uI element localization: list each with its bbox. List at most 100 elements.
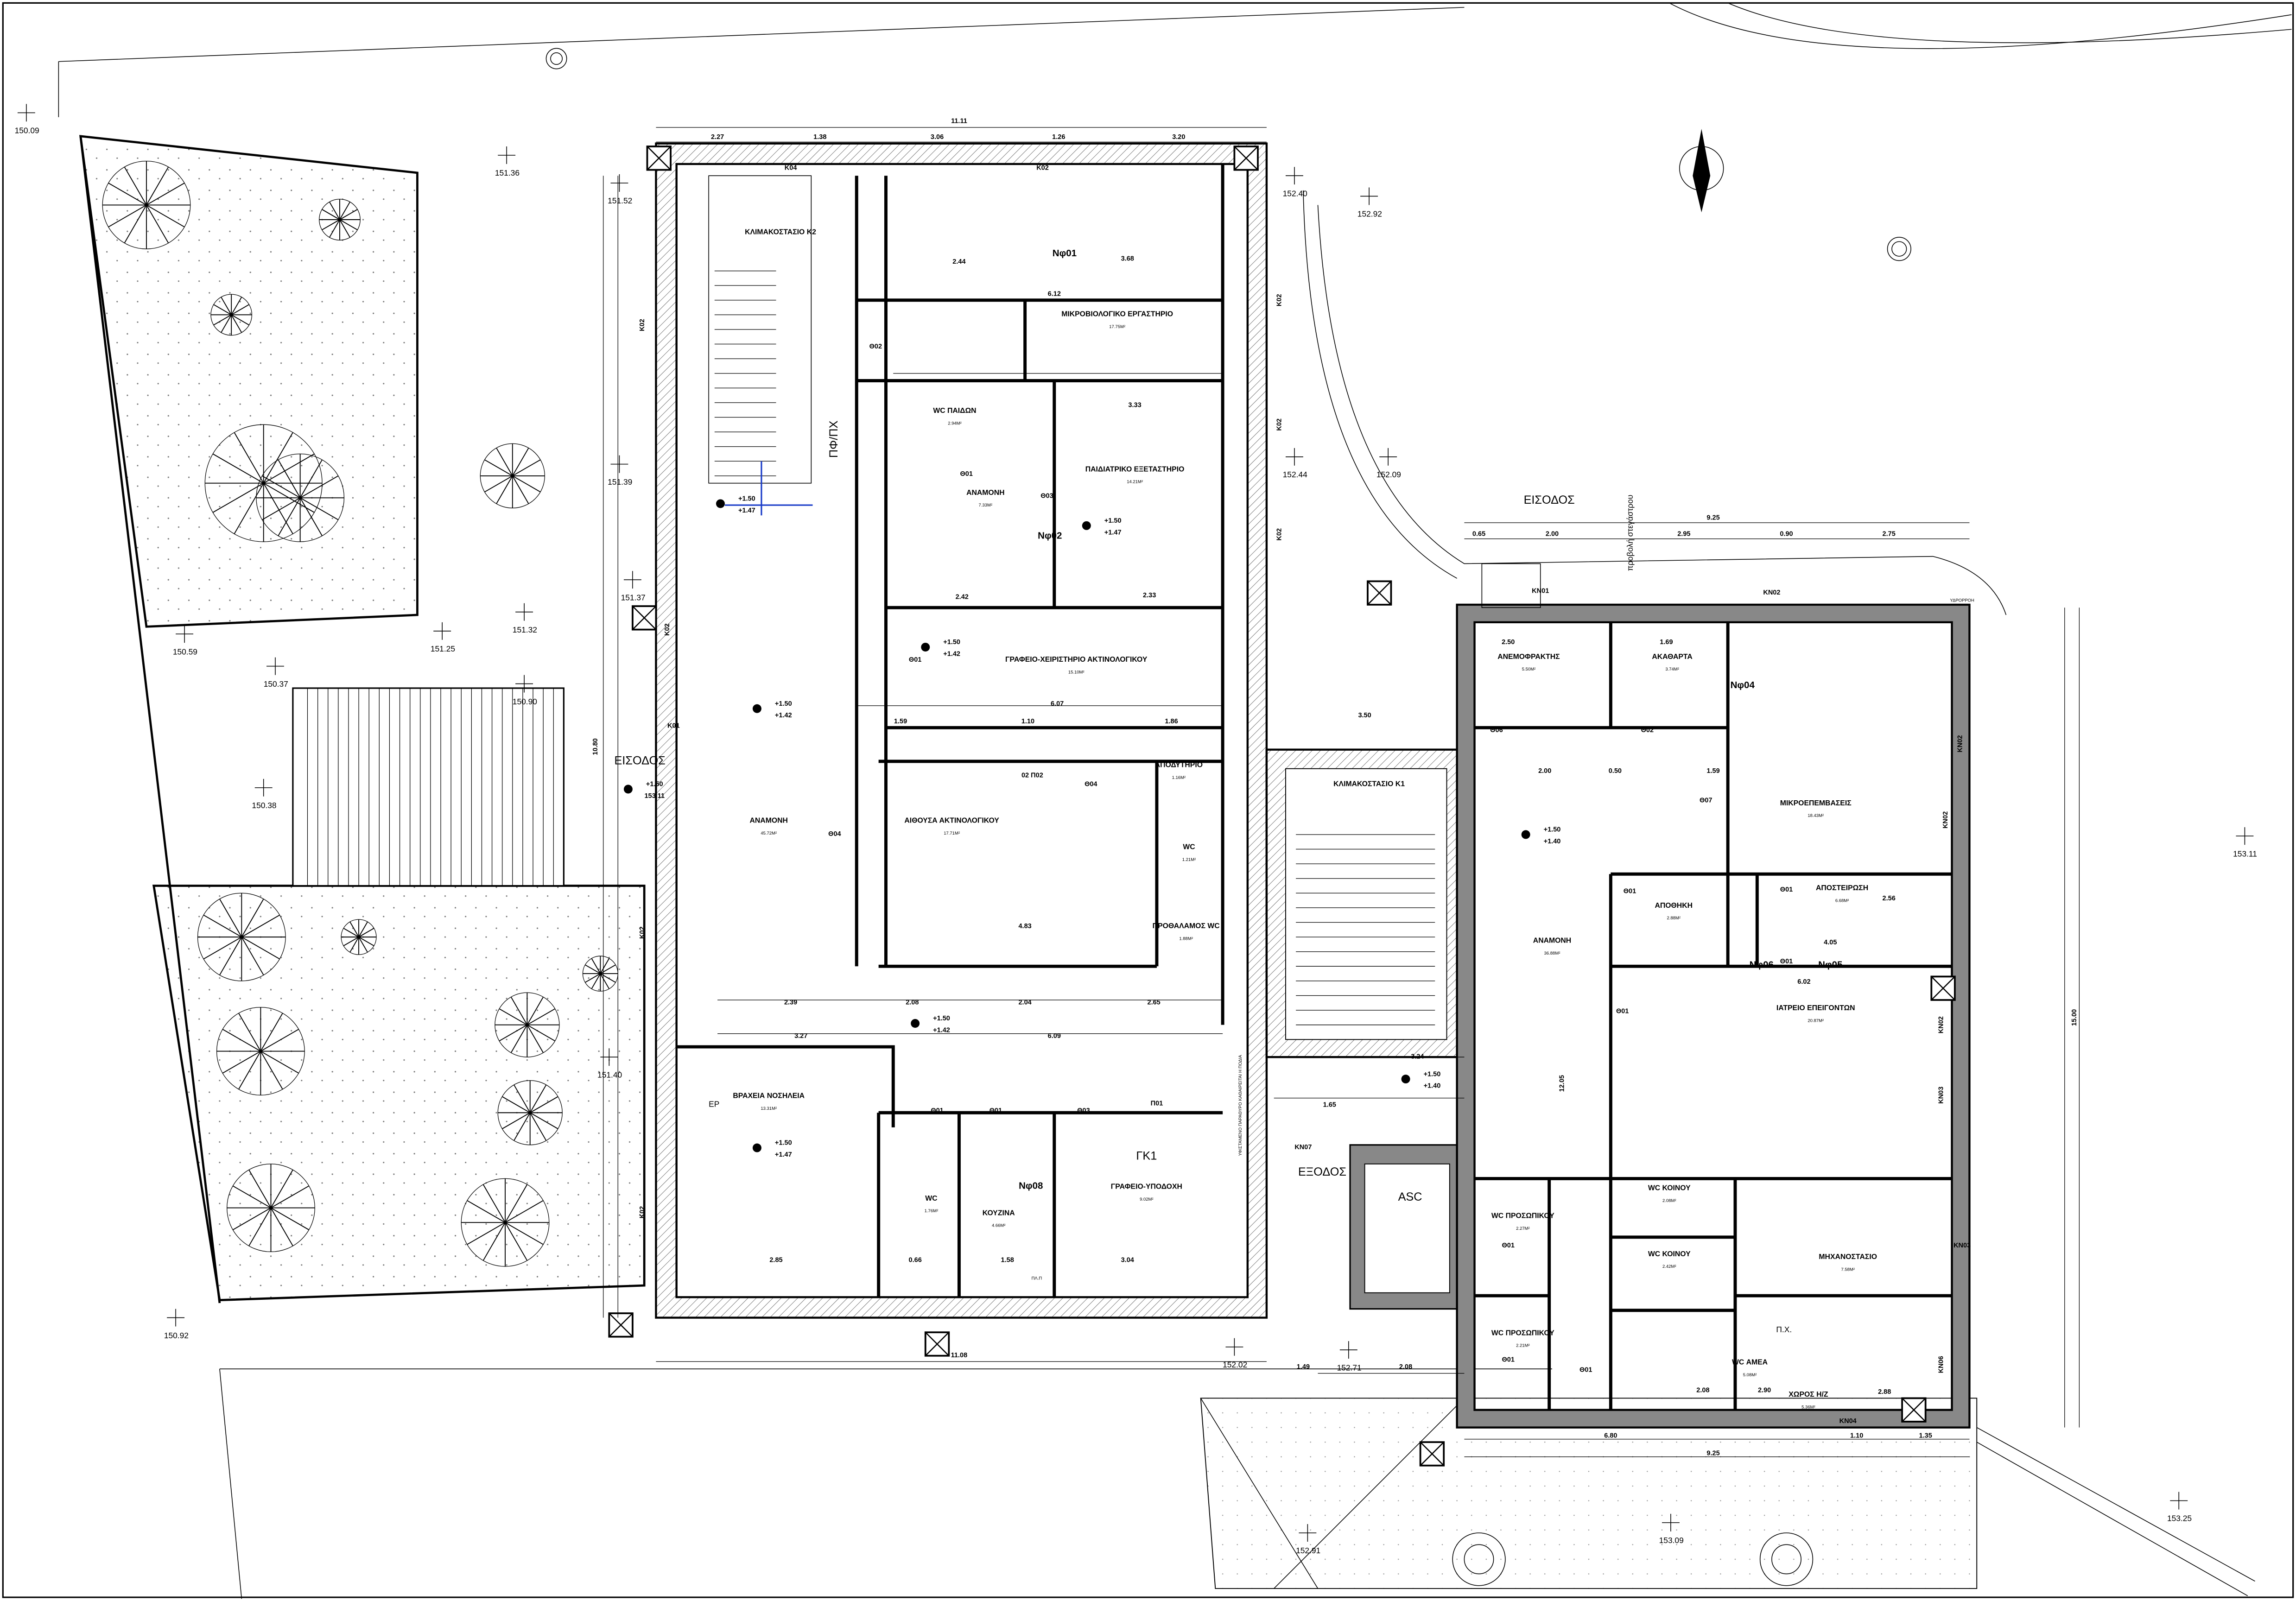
exterior-stair — [292, 687, 564, 887]
room-area: 2.88Μ² — [1667, 916, 1680, 921]
elevation-value: 151.52 — [608, 196, 632, 205]
dimension-value: 0.66 — [909, 1257, 922, 1264]
level-bottom: +1.47 — [775, 1151, 792, 1158]
room-name: ΜΗΧΑΝΟΣΤΑΣΙΟ — [1819, 1253, 1877, 1261]
room-area: 2.27Μ² — [1516, 1226, 1529, 1231]
level-top: +1.50 — [933, 1015, 950, 1022]
room-name: WC ΚΟΙΝΟΥ — [1648, 1184, 1691, 1192]
dimension-value: 2.00 — [1538, 767, 1551, 775]
room-area: 17.75Μ² — [1109, 324, 1125, 329]
dimension-value: 0.50 — [1609, 767, 1622, 775]
column-box-icon — [631, 605, 657, 631]
cabinet-label: Νφ05 — [1818, 959, 1842, 970]
level-marker-icon — [752, 1143, 761, 1152]
room-name: WC ΑΜΕΑ — [1732, 1359, 1768, 1367]
elevation-value: 151.25 — [431, 644, 455, 653]
room-area: 36.88Μ² — [1544, 951, 1560, 956]
room-area: 2.08Μ² — [1662, 1198, 1676, 1203]
door-label: Θ01 — [1624, 887, 1636, 895]
dimension-value: 6.02 — [1797, 978, 1810, 986]
level-marker-icon — [921, 643, 930, 652]
dimension-value: 9.25 — [1706, 514, 1719, 522]
elevation-point-icon — [433, 622, 451, 640]
label-canopy: προβολή στεγάστρου — [1625, 495, 1635, 571]
left-building — [655, 142, 1268, 1319]
window-label: ΚΝ04 — [1839, 1417, 1857, 1425]
label-shaft: ΠΦ/ΠΧ — [827, 421, 840, 458]
level-top: +1.50 — [1104, 517, 1122, 525]
dimension-value: 2.27 — [711, 133, 724, 141]
level-top: +1.50 — [1424, 1070, 1441, 1078]
level-bottom: +1.40 — [1544, 838, 1561, 845]
garden-area — [79, 135, 1978, 1589]
window-label: ΚΝ02 — [1763, 589, 1780, 596]
stair-core-k1 — [1265, 748, 1465, 1310]
room-name: ΜΙΚΡΟΕΠΕΜΒΑΣΕΙΣ — [1780, 799, 1852, 807]
dimension-value: 1.35 — [1919, 1432, 1932, 1440]
dimension-value: 11.08 — [951, 1352, 968, 1359]
tree-icon — [102, 160, 191, 249]
dimension-value: 2.39 — [784, 999, 797, 1006]
level-top: +1.50 — [775, 1139, 792, 1147]
trees — [102, 160, 618, 1267]
room-name: WC ΠΡΟΣΩΠΙΚΟΥ — [1491, 1212, 1554, 1220]
room-name: ΠΡΟΘΑΛΑΜΟΣ WC — [1153, 922, 1220, 930]
window-label: Κ02 — [639, 319, 646, 331]
tree-icon — [216, 1007, 305, 1095]
dimension-value: 2.00 — [1546, 530, 1559, 538]
dimension-value: 3.68 — [1121, 255, 1134, 262]
door-label: Θ01 — [909, 656, 921, 664]
window-label: Κ02 — [639, 1206, 646, 1219]
tree-icon — [210, 294, 253, 336]
elevation-value: 152.92 — [1357, 209, 1382, 219]
room-area: 1.21Μ² — [1182, 857, 1196, 862]
tree-icon — [197, 892, 286, 981]
room-area: 45.72Μ² — [761, 831, 777, 836]
door-label: Θ01 — [1780, 958, 1793, 965]
room-name: ΚΛΙΜΑΚΟΣΤΑΣΙΟ Κ2 — [745, 228, 816, 236]
window-label: Κ02 — [1276, 418, 1283, 431]
tree-icon — [341, 919, 377, 955]
room-area: 2.21Μ² — [1516, 1343, 1529, 1348]
window-label: Κ01 — [667, 722, 680, 729]
room-area: 13.31Μ² — [761, 1106, 777, 1111]
label-removable-window: ΥΦΙΣΤΑΜΕΝΟ ΠΑΡΑΘΥΡΟ ΚΑΘΑΙΡΕΙΤΑΙ Η ΠΟΔΙΑ — [1238, 1055, 1243, 1156]
level-bottom: +1.42 — [775, 712, 792, 719]
door-label: Θ07 — [1700, 797, 1712, 804]
tree-icon — [480, 443, 545, 509]
room-area: 7.58Μ² — [1841, 1267, 1854, 1272]
window-label: ΚΝ03 — [1954, 1242, 1971, 1249]
elevation-value: 150.90 — [513, 697, 537, 706]
room-area: 2.42Μ² — [1662, 1264, 1676, 1269]
site-boundary — [58, 2, 2292, 1599]
window-label: ΚΝ02 — [1957, 735, 1964, 753]
room-area: 5.08Μ² — [1743, 1373, 1757, 1378]
elevation-point-icon — [623, 571, 641, 589]
tree-icon — [319, 199, 361, 240]
dimension-value: 2.44 — [952, 258, 965, 266]
door-label: Θ01 — [1502, 1242, 1515, 1249]
dimension-value: 1.86 — [1165, 718, 1178, 725]
elevation-point-icon — [515, 675, 533, 693]
room-name: ΙΑΤΡΕΙΟ ΕΠΕΙΓΟΝΤΩΝ — [1776, 1004, 1855, 1012]
label-exit: ΕΞΟΔΟΣ — [1298, 1165, 1346, 1178]
dimension-value: 1.69 — [1660, 639, 1673, 646]
room-name: WC — [925, 1195, 937, 1202]
room-name: WC ΚΟΙΝΟΥ — [1648, 1250, 1691, 1258]
room-name: ΑΙΘΟΥΣΑ ΑΚΤΙΝΟΛΟΓΙΚΟΥ — [904, 817, 999, 825]
dimension-value: 3.27 — [794, 1032, 807, 1040]
dimension-value: 1.58 — [1001, 1257, 1014, 1264]
elevation-point-icon — [1339, 1341, 1357, 1359]
room-name: WC ΠΑΙΔΩΝ — [933, 407, 976, 415]
elevation-value: 150.37 — [264, 679, 288, 689]
window-label: ΚΝ01 — [1532, 588, 1549, 595]
door-label: Θ03 — [1077, 1107, 1090, 1114]
level-marker-icon — [623, 785, 633, 794]
dimension-value: 3.04 — [1121, 1257, 1134, 1264]
room-area: 9.02Μ² — [1140, 1197, 1153, 1202]
dimension-value: 2.08 — [906, 999, 919, 1006]
room-name: ΑΝΑΜΟΝΗ — [1533, 937, 1571, 945]
room-area: 3.74Μ² — [1665, 667, 1679, 672]
door-label: Π01 — [1151, 1100, 1163, 1107]
